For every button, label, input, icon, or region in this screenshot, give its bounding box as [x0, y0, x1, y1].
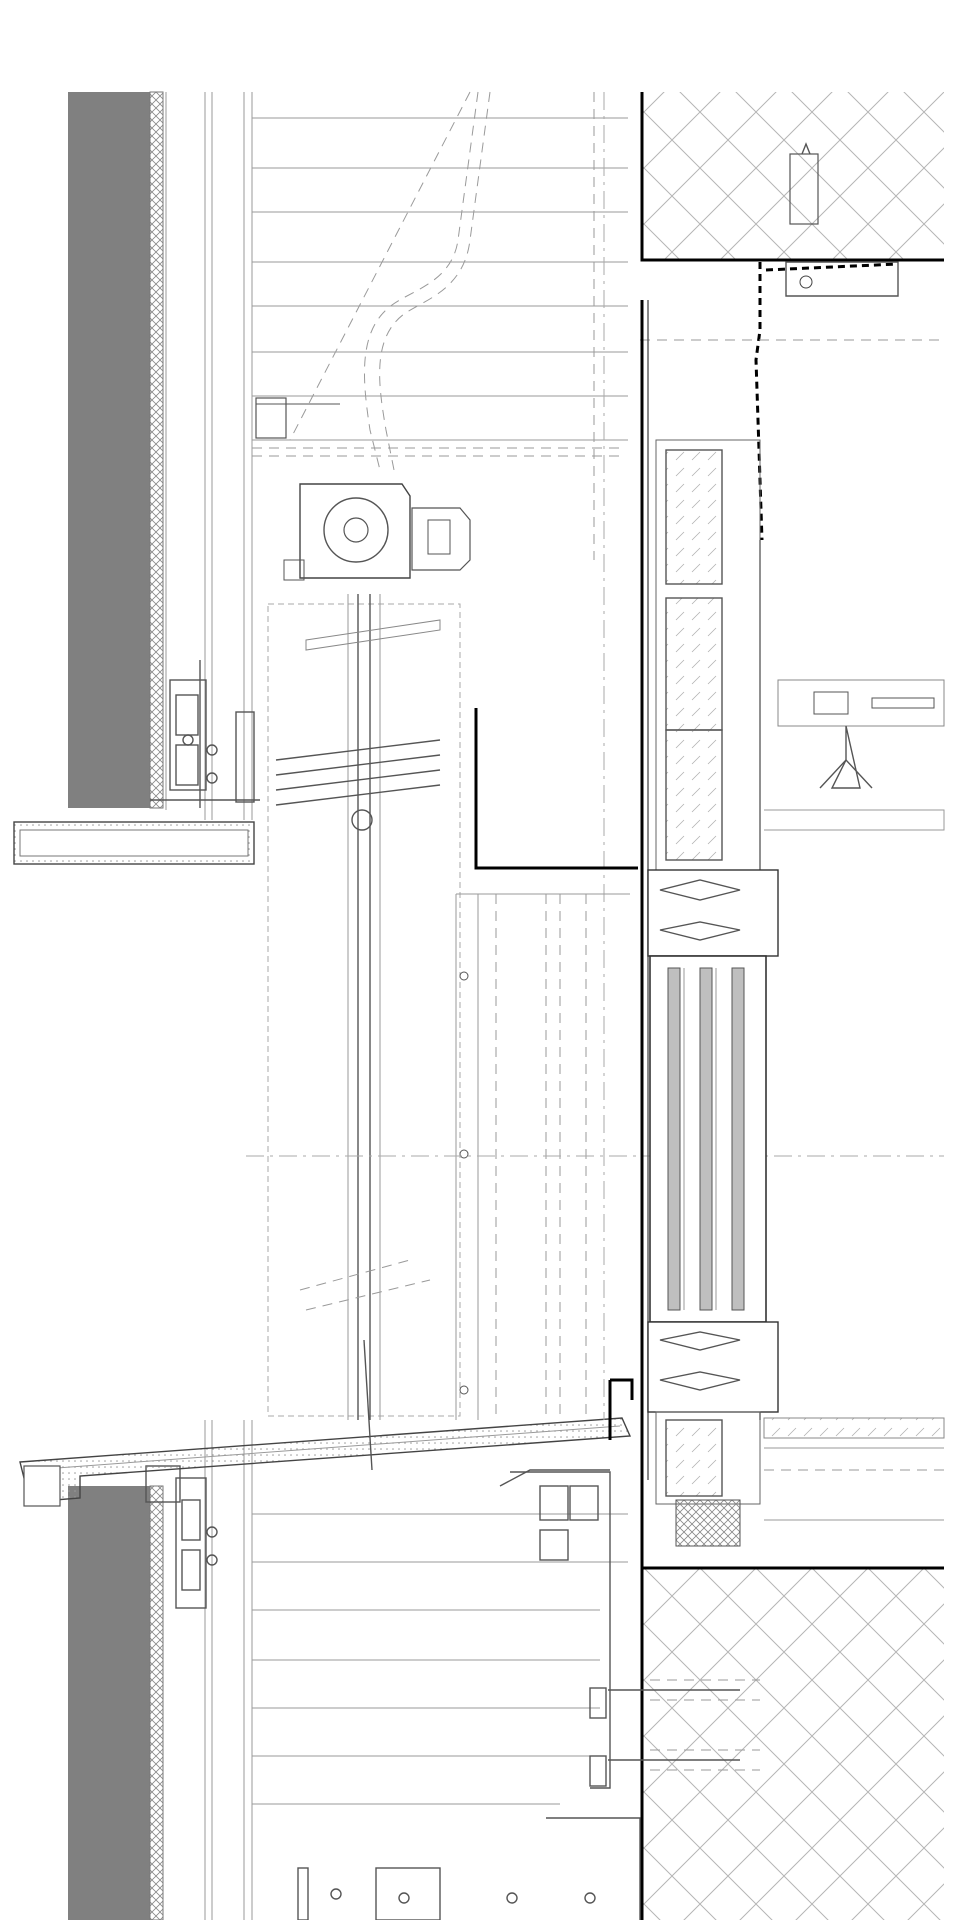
upper-fixed-glass: [665, 449, 723, 585]
upper-sill-profile: [13, 821, 255, 865]
lower-wall-insulation: [149, 1485, 164, 1920]
floor-buildup: [763, 1417, 945, 1521]
panel-return-line: [474, 708, 638, 870]
spandrel-glass: [665, 597, 723, 731]
lower-transom: [647, 1321, 779, 1413]
blind-guide-curve: [289, 91, 491, 471]
upper-wall-brackets: [150, 660, 260, 808]
lower-fixed-glass: [665, 1419, 723, 1497]
lower-sloped-sill: [19, 1417, 632, 1507]
cavity-panel: [455, 708, 638, 1420]
bottom-fittings: [297, 1817, 641, 1920]
pane-3: [731, 967, 745, 1311]
pane-1: [667, 967, 681, 1311]
pane-2: [699, 967, 713, 1311]
lower-wall-brackets: [145, 1465, 218, 1609]
lower-anchor-brackets: [499, 1469, 611, 1789]
upper-transom: [647, 869, 779, 957]
cavity-guide-lines: [252, 117, 628, 1805]
upper-wall-solid: [68, 92, 150, 808]
motor-drum: [323, 497, 389, 563]
lower-wall-slab: [68, 1420, 253, 1920]
upper-wall-insulation: [149, 91, 164, 809]
blind-motor-housing: [255, 397, 471, 581]
lower-concrete-slab: [608, 1566, 944, 1920]
ceiling-hanger-detail: [764, 679, 945, 831]
upper-concrete-slab: [640, 92, 944, 541]
window-frame-stack: [608, 300, 779, 1568]
blind-rail-column: [267, 594, 461, 1471]
lower-wall-solid: [68, 1486, 150, 1920]
upper-wall-slab: [68, 91, 253, 820]
